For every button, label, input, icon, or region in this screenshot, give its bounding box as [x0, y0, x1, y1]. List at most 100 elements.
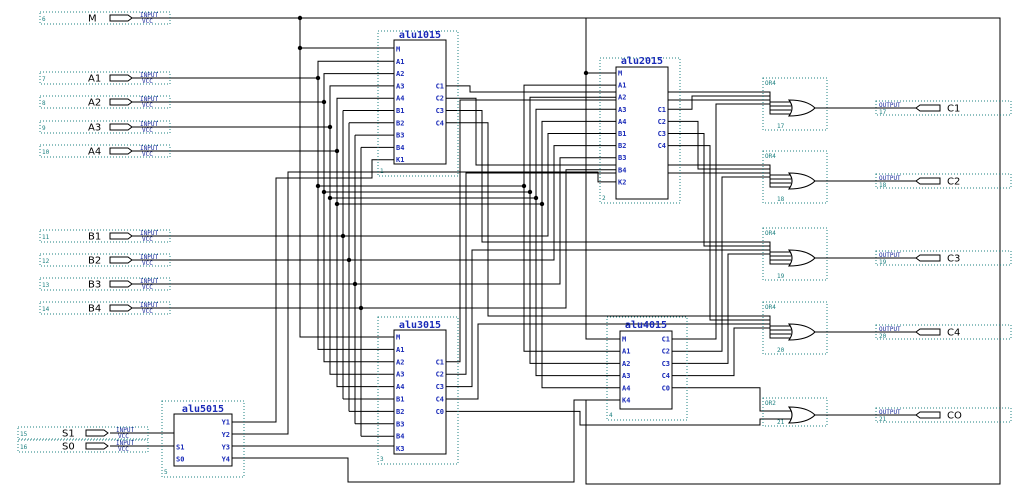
output-pin-co-number: 21	[879, 416, 887, 423]
or-gate-3-instance: 19	[777, 273, 785, 280]
input-pin-a2-symbol	[109, 98, 133, 106]
input-pin-m-number: 6	[42, 16, 46, 23]
alu1-port-c4: C4	[436, 119, 444, 127]
wire-a1-alu1	[317, 60, 394, 78]
wire-b2-alu2	[349, 145, 616, 261]
alu1-port-a1: A1	[396, 58, 404, 66]
input-pin-a1-label: A1	[88, 74, 101, 85]
wire-m-alu4	[585, 73, 620, 340]
or-gate-3-frame	[762, 227, 828, 281]
input-pin-m-label: M	[88, 14, 97, 25]
input-pin-b1-frame	[39, 229, 171, 243]
wire-alu4-c0	[672, 387, 791, 412]
input-pin-a4-number: 10	[42, 149, 50, 156]
junction-dot	[321, 189, 327, 195]
alu4-port-a4: A4	[622, 384, 630, 392]
input-pin-s0-number: 16	[20, 444, 28, 451]
alu4-body	[619, 330, 673, 410]
output-pin-c4-symbol	[915, 328, 941, 336]
input-pin-a3-symbol	[109, 123, 133, 131]
alu3-port-a2: A2	[396, 358, 404, 366]
or-gate-1-instance: 17	[777, 123, 785, 130]
alu2-port-a1: A1	[618, 82, 626, 90]
input-pin-b1-vcc: VCC	[142, 236, 153, 243]
junction-dot	[539, 201, 545, 207]
wire-b1-alu2	[343, 133, 616, 237]
input-pin-s0-symbol	[85, 442, 109, 450]
wire-m	[132, 17, 1001, 485]
input-pin-m-symbol	[109, 14, 133, 22]
wire-a3-alu2	[330, 108, 616, 199]
alu3-port-k3: K3	[396, 445, 404, 453]
input-pin-b3-label: B3	[88, 280, 101, 291]
wire-a3-alu3	[329, 127, 394, 375]
input-pin-a4-type: INPUT	[140, 145, 158, 152]
alu5-title: alu5015	[182, 404, 224, 415]
alu5-port-y1: Y1	[222, 419, 230, 427]
alu2-port-b1: B1	[618, 130, 626, 138]
alu1-port-m: M	[396, 46, 400, 54]
input-pin-a1-frame	[39, 71, 171, 85]
junction-dot	[340, 233, 346, 239]
alu3-port-c3: C3	[436, 383, 444, 391]
alu5-body	[173, 413, 233, 467]
input-pin-a1-vcc: VCC	[142, 78, 153, 85]
input-pin-s1-number: 15	[20, 431, 28, 438]
output-pin-co-label: CO	[947, 411, 962, 422]
input-pin-a4-frame	[39, 144, 171, 158]
alu4-port-m: M	[622, 336, 626, 344]
or-gate-1-label: OR4	[765, 80, 776, 87]
or-gate-3-label: OR4	[765, 230, 776, 237]
input-pin-s0-label: S0	[62, 442, 75, 453]
alu2-port-m: M	[618, 70, 622, 78]
alu2-instance: 2	[602, 195, 606, 202]
alu4-instance: 4	[609, 412, 613, 419]
junction-dots-layer	[297, 15, 589, 311]
input-pin-a3-vcc: VCC	[142, 127, 153, 134]
alu5-port-s1: S1	[176, 443, 184, 451]
wire-a1-alu4	[523, 186, 620, 352]
input-pin-b3-type: INPUT	[140, 278, 158, 285]
output-pin-c3-type: OUTPUT	[879, 252, 901, 259]
wire-a4-alu4	[541, 204, 620, 389]
output-pin-co-symbol	[915, 411, 941, 419]
alu1-instance: 1	[380, 168, 384, 175]
alu4-port-c0: C0	[662, 384, 670, 392]
wire-y2-k2	[232, 171, 616, 435]
wire-a3-alu4	[535, 198, 620, 377]
alu3-port-b1: B1	[396, 396, 404, 404]
input-pin-a1-number: 7	[42, 76, 46, 83]
junction-dot	[521, 183, 527, 189]
alu4-port-a2: A2	[622, 360, 630, 368]
or-gate-1-frame	[762, 77, 828, 131]
junction-dot	[297, 45, 303, 51]
wire-b3-alu2	[355, 157, 616, 285]
alu1-title: alu1015	[399, 30, 441, 41]
wire-a4-alu1	[336, 97, 394, 151]
wire-alu2-c3	[668, 133, 791, 257]
input-pin-s1-vcc: VCC	[118, 433, 129, 440]
junction-dot	[315, 183, 321, 189]
input-pin-b2-symbol	[109, 256, 133, 264]
wire-a2-alu2	[324, 96, 616, 193]
output-pin-c1-label: C1	[947, 104, 960, 115]
junction-dot	[334, 148, 340, 154]
input-pin-b2-label: B2	[88, 256, 101, 267]
alu2-port-k2: K2	[618, 178, 626, 186]
output-pin-c3-label: C3	[947, 254, 960, 265]
alu4-port-c3: C3	[662, 360, 670, 368]
or-gate-2-frame	[762, 150, 828, 204]
